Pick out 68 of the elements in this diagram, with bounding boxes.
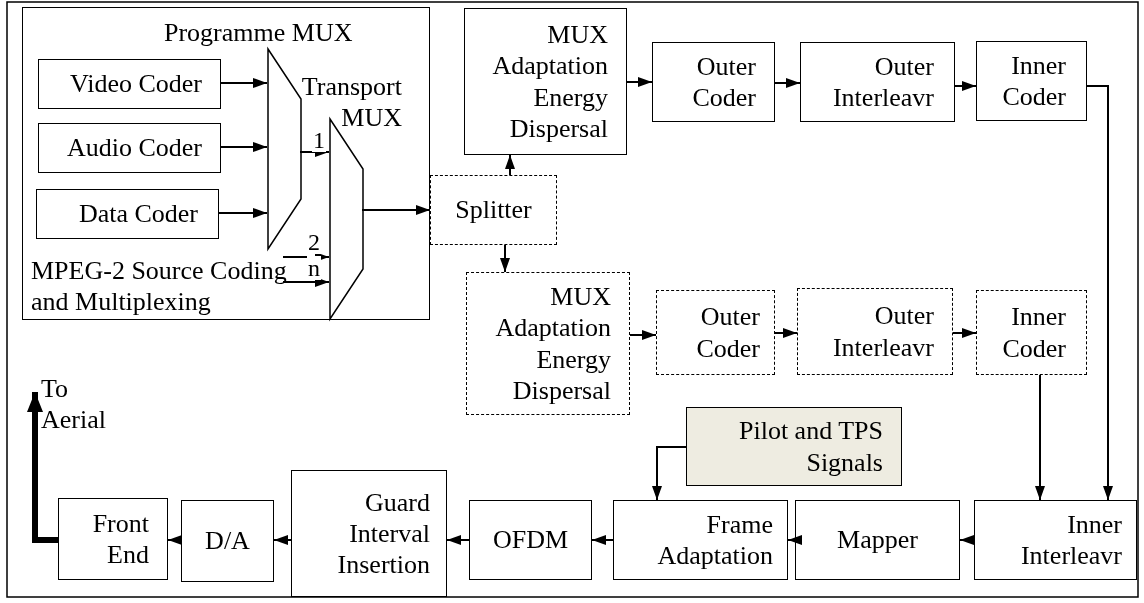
process-box xyxy=(613,500,788,580)
arrow xyxy=(219,78,268,88)
arrow xyxy=(219,142,268,152)
box-label: Audio Coder xyxy=(66,132,202,164)
arrow xyxy=(626,77,653,87)
optional-process-box xyxy=(430,175,557,245)
box-label: D/A xyxy=(205,525,250,557)
box-label: Pilot and TPS Signals xyxy=(738,415,883,478)
arrow xyxy=(774,328,798,338)
arrow xyxy=(954,81,977,91)
box-label: Outer Interleavr xyxy=(831,50,934,114)
box-label: Splitter xyxy=(455,194,532,226)
optional-process-box xyxy=(976,290,1087,375)
arrow xyxy=(361,205,431,215)
box-label: Guard Interval Insertion xyxy=(336,486,430,581)
box-label: OFDM xyxy=(492,524,569,556)
arrow xyxy=(591,535,614,545)
process-box xyxy=(36,189,219,239)
arrow xyxy=(787,535,802,545)
arrow xyxy=(652,446,687,501)
arrow xyxy=(959,535,975,545)
process-box xyxy=(464,8,627,155)
box-label: Inner Coder xyxy=(1001,301,1066,364)
arrow xyxy=(446,535,470,545)
box-label: Inner Coder xyxy=(1001,49,1066,113)
box-label: MUX Adaptation Energy Dispersal xyxy=(491,19,608,144)
process-box xyxy=(58,498,168,580)
arrow xyxy=(273,535,292,545)
box-label: Inner Interleavr xyxy=(1019,508,1122,572)
process-box xyxy=(469,500,592,580)
box-label: MPEG-2 Source Coding and Multiplexing xyxy=(31,254,288,317)
optional-process-box xyxy=(656,290,775,375)
multiplexer-label: Programme MUX xyxy=(164,17,353,49)
arrow xyxy=(1035,374,1045,501)
process-box xyxy=(976,41,1087,121)
box-label: Outer Interleavr xyxy=(831,300,934,363)
process-box xyxy=(38,59,221,109)
box-label: Outer Coder xyxy=(695,301,760,364)
arrow xyxy=(500,244,510,273)
box-label: Data Coder xyxy=(78,198,198,230)
arrow xyxy=(774,78,801,88)
process-box xyxy=(22,7,430,320)
process-box xyxy=(181,500,274,582)
process-box xyxy=(291,470,447,597)
process-box xyxy=(38,123,221,173)
box-label: MUX Adaptation Energy Dispersal xyxy=(494,281,611,406)
arrow xyxy=(629,330,657,340)
arrow xyxy=(282,252,330,262)
optional-process-box xyxy=(466,272,630,415)
destination-label: To Aerial xyxy=(41,372,107,436)
arrow xyxy=(217,208,268,218)
process-box xyxy=(795,500,960,580)
arrow xyxy=(1086,85,1113,501)
edge-label: n xyxy=(307,256,321,280)
arrow xyxy=(505,154,515,176)
box-label: Front End xyxy=(91,507,149,571)
process-box xyxy=(800,42,955,122)
optional-process-box xyxy=(797,288,953,375)
box-label: Frame Adaptation xyxy=(656,508,773,572)
process-box xyxy=(652,42,775,122)
process-box xyxy=(686,407,902,486)
arrow xyxy=(167,535,182,545)
box-label: Video Coder xyxy=(69,68,202,100)
arrow xyxy=(27,392,58,543)
arrow xyxy=(952,328,977,338)
box-label: Outer Coder xyxy=(691,50,756,114)
box-label: Mapper xyxy=(837,524,918,556)
process-box xyxy=(974,500,1137,580)
